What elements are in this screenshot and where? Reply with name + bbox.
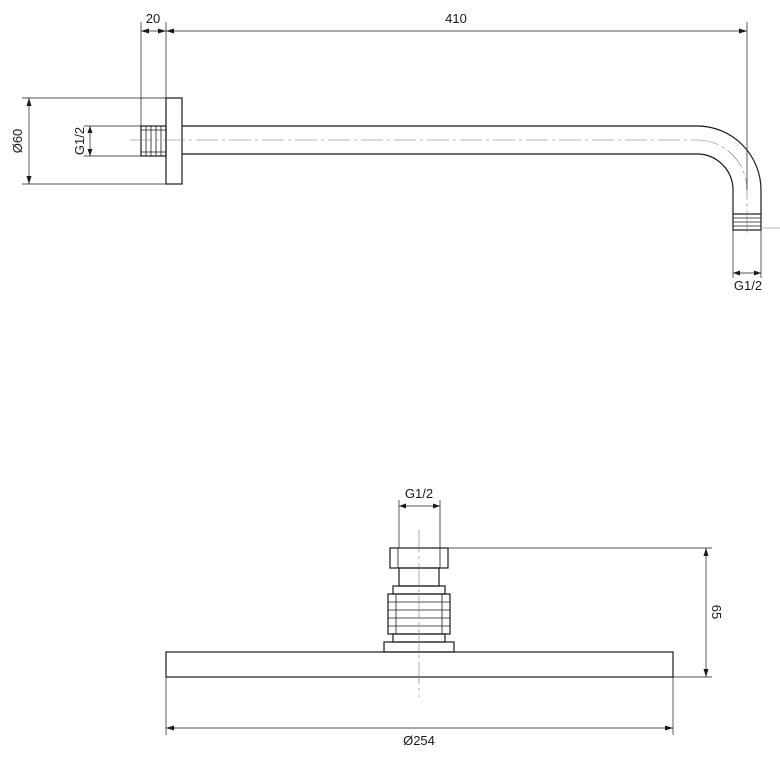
dim-outlet-thread: G1/2 [732, 230, 762, 293]
height-label: 65 [709, 605, 724, 619]
flange-diameter-label: Ø60 [10, 129, 25, 154]
flange-thickness-label: 20 [146, 11, 160, 26]
dim-inlet-thread: G1/2 [72, 125, 141, 157]
dim-flange-thickness: 20 [140, 11, 167, 126]
dim-flange-diameter: Ø60 [10, 97, 182, 185]
head-diameter-label: Ø254 [403, 733, 435, 748]
head-plate [165, 651, 674, 678]
shower-arm-view: 20 410 Ø60 G1/2 [10, 11, 780, 293]
wall-flange [165, 97, 183, 185]
arm-length-label: 410 [445, 11, 467, 26]
outlet-thread-label: G1/2 [734, 278, 762, 293]
dim-arm-length: 410 [166, 11, 748, 190]
dim-head-diameter: Ø254 [165, 677, 674, 748]
arm-pipe [182, 125, 762, 214]
inlet-thread-label: G1/2 [72, 127, 87, 155]
shower-head-view: G1/2 65 Ø254 [165, 486, 724, 748]
dim-connection-thread: G1/2 [398, 486, 441, 548]
inlet-thread [140, 125, 167, 157]
dim-height: 65 [448, 547, 724, 678]
connection-thread-label: G1/2 [405, 486, 433, 501]
